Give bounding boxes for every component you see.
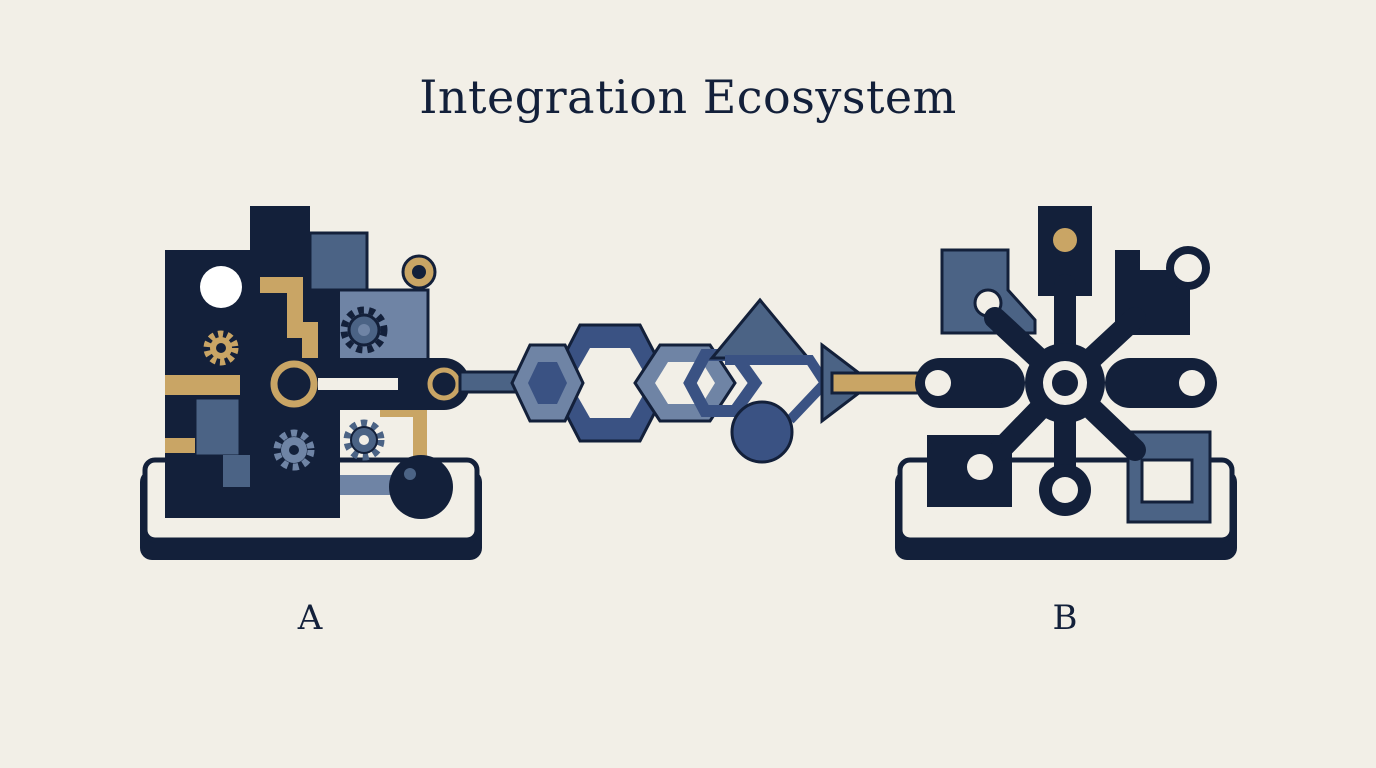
node-a-block-bottom-right (340, 475, 400, 495)
node-b-gold-dot (1053, 228, 1077, 252)
node-b-hub (895, 206, 1237, 560)
node-a-gold-trace (260, 277, 318, 360)
gear-icon (273, 429, 315, 471)
gear-icon (343, 419, 385, 461)
node-a-machine (140, 206, 482, 560)
gear-icon (203, 330, 239, 366)
connector-ring-icon (925, 370, 951, 396)
node-b-arm-left (915, 358, 1025, 408)
node-b-port (967, 454, 993, 480)
node-a-ball-highlight (404, 468, 416, 480)
triangle-arrow-icon (708, 297, 812, 360)
node-a-gold-ring-core (412, 265, 426, 279)
hub-core (1052, 370, 1078, 396)
node-a-block-lower-slate (193, 396, 242, 458)
node-a-arm-slot (318, 378, 398, 390)
connection-frame (725, 355, 832, 424)
node-a-gold-stub (165, 438, 195, 453)
page-title: Integration Ecosystem (419, 70, 957, 124)
connector-ring-icon (427, 367, 461, 401)
node-a-block-slate-mid (336, 288, 430, 362)
connection-weight (730, 400, 794, 464)
gear-icon (340, 306, 388, 354)
node-a-block-bottom-left (165, 455, 223, 518)
node-a-gold-bar (165, 375, 240, 395)
connector-ring-hole (1052, 477, 1078, 503)
node-a-porthole (200, 266, 242, 308)
connector-ring-icon (270, 360, 318, 408)
connector-ring-icon (1179, 370, 1205, 396)
node-a-label: A (297, 598, 323, 638)
node-a-block-bottom-mid (223, 455, 250, 487)
hexagon-link-hole (570, 348, 650, 418)
node-b-window (1140, 458, 1194, 504)
node-b-label: B (1052, 598, 1078, 638)
node-a-block-slate-top (308, 231, 369, 292)
node-a-ball (389, 455, 453, 519)
connector-ring-icon (1166, 246, 1210, 290)
connection-chain (458, 297, 932, 464)
hexagon-link-core (528, 362, 567, 404)
